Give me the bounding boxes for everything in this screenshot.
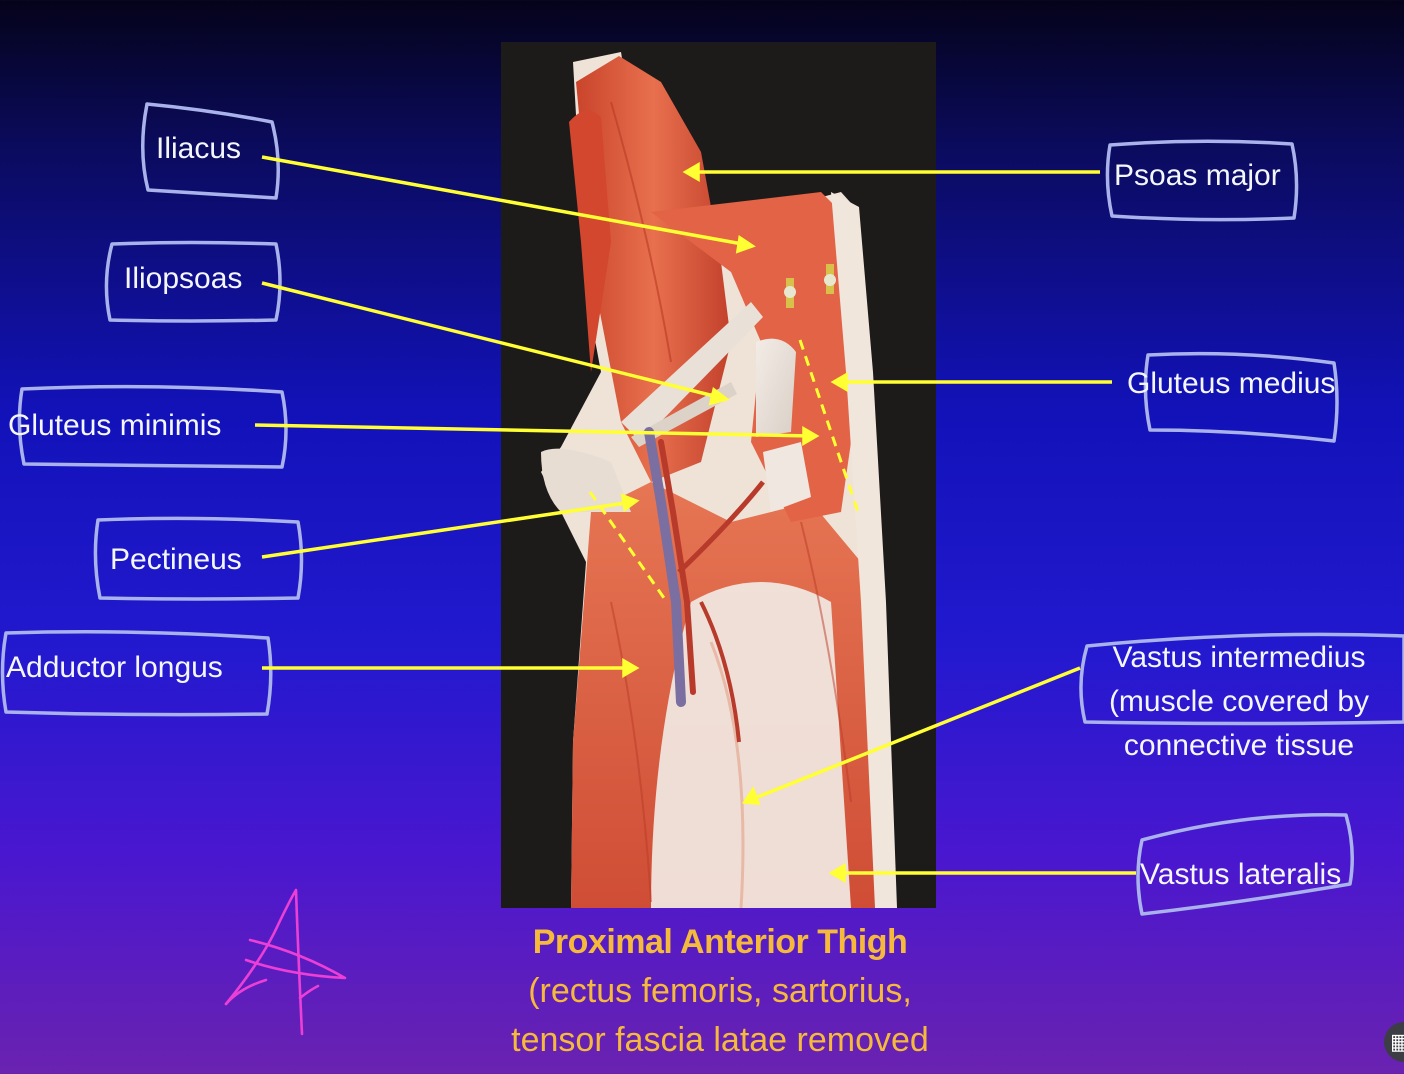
thigh-model-photo [501,42,936,908]
label-psoas-major: Psoas major [1114,159,1281,192]
caption-line-2: (rectus femoris, sartorius, [528,972,912,1010]
caption-title: Proximal Anterior Thigh [532,923,908,961]
label-vastus-intermedius-line2: (muscle covered by [1108,685,1370,718]
signature-icon [224,888,347,1036]
label-iliacus: Iliacus [156,132,242,165]
label-gluteus-minimis: Gluteus minimis [8,409,222,442]
label-vastus-intermedius-line3: connective tissue [1123,729,1355,762]
label-vastus-intermedius-line1: Vastus intermedius [1112,641,1366,674]
label-gluteus-medius: Gluteus medius [1127,367,1336,400]
slide-caption: Proximal Anterior Thigh (rectus femoris,… [440,918,1000,1065]
label-vastus-intermedius: Vastus intermedius (muscle covered by co… [1088,636,1390,768]
caption-line-3: tensor fascia latae removed [511,1021,929,1059]
expand-icon[interactable]: ▦ [1384,1022,1404,1062]
label-pectineus: Pectineus [110,543,242,576]
label-adductor-longus: Adductor longus [6,651,223,684]
label-vastus-lateralis: Vastus lateralis [1140,858,1342,891]
label-iliopsoas: Iliopsoas [124,262,243,295]
